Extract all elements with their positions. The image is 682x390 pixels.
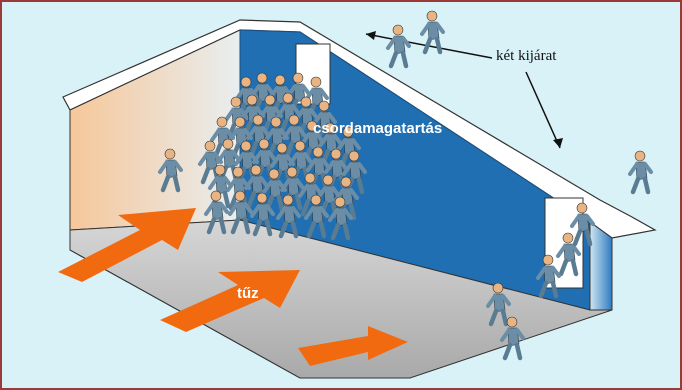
exits-label: két kijárat	[496, 48, 556, 65]
herd-behavior-label: csordamagatartás	[313, 120, 442, 137]
fire-label: tűz	[237, 285, 259, 302]
right-wall	[590, 222, 612, 310]
